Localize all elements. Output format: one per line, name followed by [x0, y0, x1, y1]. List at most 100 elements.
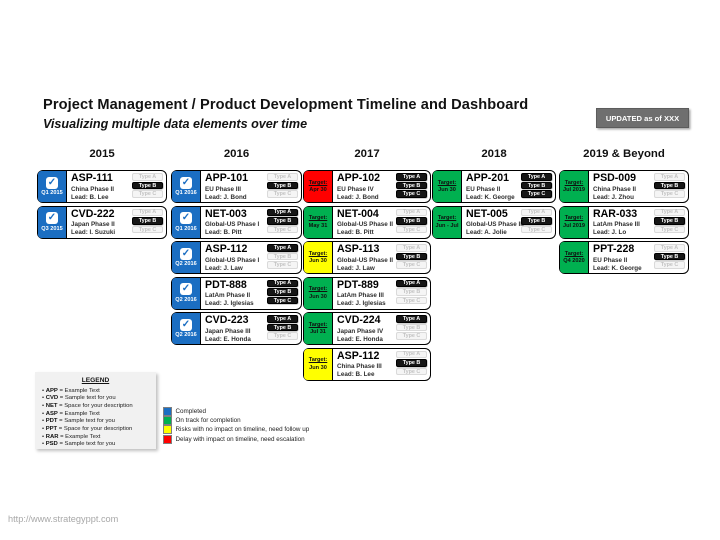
type-badge: Type A — [521, 173, 552, 181]
legend-item: • PDT = Sample text for you — [42, 418, 115, 425]
project-lead: Lead: I. Suzuki — [71, 229, 116, 236]
checkmark-icon: ✓ — [180, 176, 192, 189]
type-badge: Type B — [267, 181, 298, 190]
type-badge: Type B — [654, 252, 685, 261]
target-date: Jun 30 — [309, 293, 327, 300]
status-panel: Target:Jun - Jul — [433, 206, 462, 238]
status-panel: Target:Q4 2020 — [560, 242, 589, 273]
project-phase: LatAm Phase III — [593, 221, 640, 228]
target-label: Target: — [308, 250, 328, 257]
type-badge: Type A — [132, 173, 163, 181]
type-badge: Type B — [396, 252, 427, 261]
legend-title: LEGEND — [81, 377, 110, 384]
column-header: 2016 — [223, 148, 250, 160]
target-date: Jun 30 — [309, 364, 327, 371]
status-swatch — [163, 434, 172, 444]
status-legend-item: Delay with impact on timeline, need esca… — [163, 434, 309, 444]
project-lead: Lead: J. Iglesias — [337, 300, 386, 307]
project-code: PPT-228 — [593, 243, 635, 255]
legend-item: • PPT = Space for your description — [42, 426, 133, 433]
type-badge: Type C — [396, 190, 427, 198]
legend-item: • ASP = Example Text — [42, 410, 100, 417]
target-date: Apr 30 — [309, 187, 327, 194]
status-panel: ✓Q2 2016 — [172, 242, 201, 273]
project-lead: Lead: B. Pitt — [205, 229, 242, 236]
project-code: CVD-222 — [71, 207, 115, 220]
status-legend-item: Risks with no impact on timeline, need f… — [163, 425, 309, 435]
status-label: On track for completion — [175, 417, 241, 425]
type-badge: Type C — [267, 261, 298, 269]
type-badge: Type A — [267, 315, 298, 323]
status-legend-item: On track for completion — [163, 416, 309, 426]
checkmark-icon: ✓ — [180, 283, 192, 296]
target-label: Target: — [308, 215, 328, 222]
status-panel: Target:Jun 30 — [304, 242, 333, 273]
status-swatch — [163, 407, 172, 417]
project-phase: EU Phase II — [593, 256, 628, 264]
type-badge: Type C — [521, 225, 552, 234]
type-badge: Type C — [267, 225, 298, 234]
type-badge: Type B — [132, 181, 163, 190]
legend-item: • NET = Space for your description — [42, 402, 133, 409]
project-phase: Global-US Phase II — [337, 256, 393, 264]
legend-item: • APP = Example Text — [42, 387, 100, 394]
legend-box: LEGEND • APP = Example Text• CVD = Sampl… — [35, 372, 156, 449]
type-badge: Type A — [267, 244, 298, 252]
project-phase: Global-US Phase I — [205, 221, 260, 228]
type-badge: Type B — [267, 288, 298, 296]
column-header: 2017 — [354, 148, 380, 160]
status-panel: ✓Q1 2015 — [38, 171, 67, 202]
status-panel: ✓Q1 2016 — [172, 171, 201, 202]
type-badge: Type B — [396, 181, 427, 190]
project-code: APP-101 — [205, 172, 248, 184]
target-label: Target: — [437, 215, 457, 222]
status-panel: ✓Q1 2016 — [172, 206, 201, 238]
type-badge: Type A — [654, 244, 685, 252]
type-badge: Type C — [396, 261, 427, 269]
project-lead: Lead: E. Honda — [205, 335, 251, 343]
project-lead: Lead: J. Zhou — [593, 193, 634, 201]
column-header: 2018 — [481, 148, 507, 160]
status-panel: ✓Q2 2016 — [172, 277, 201, 309]
target-label: Target: — [564, 179, 584, 186]
project-lead: Lead: J. Law — [337, 264, 375, 272]
type-badge: Type A — [267, 173, 298, 181]
type-badge: Type A — [521, 208, 552, 217]
project-phase: China Phase II — [593, 185, 637, 193]
type-badge: Type C — [267, 296, 298, 305]
type-badge: Type C — [521, 190, 552, 198]
type-badge: Type B — [396, 323, 427, 332]
checkmark-icon: ✓ — [180, 212, 192, 225]
type-badge: Type B — [396, 288, 427, 296]
project-code: RAR-033 — [593, 207, 638, 220]
target-label: Target: — [437, 179, 457, 186]
quarter-label: Q1 2016 — [175, 225, 197, 232]
type-badge: Type C — [267, 190, 298, 198]
status-panel: ✓Q2 2016 — [172, 313, 201, 344]
type-badge: Type A — [132, 208, 163, 217]
project-lead: Lead: J. Law — [205, 264, 243, 272]
legend-item: • CVD = Sample text for you — [42, 395, 116, 402]
project-lead: Lead: K. George — [593, 264, 642, 272]
type-badge: Type A — [267, 279, 298, 288]
target-label: Target: — [308, 357, 328, 364]
target-date: Jul 31 — [310, 329, 326, 336]
project-phase: LatAm Phase III — [337, 292, 384, 299]
